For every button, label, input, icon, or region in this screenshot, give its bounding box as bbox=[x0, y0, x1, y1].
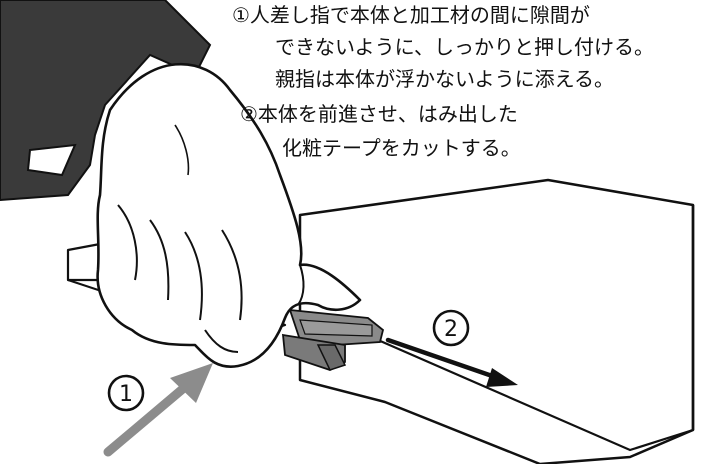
step-marker-2: 2 bbox=[432, 309, 470, 347]
step2-line-2: 化粧テープをカットする。 bbox=[282, 136, 521, 160]
push-direction-arrow bbox=[103, 363, 213, 457]
step1-line-2: できないように、しっかりと押し付ける。 bbox=[275, 35, 654, 59]
forward-motion-arrow bbox=[385, 337, 518, 387]
sleeve bbox=[0, 0, 212, 202]
svg-text:1: 1 bbox=[119, 382, 133, 407]
step2-line-1: ②本体を前進させ、はみ出した bbox=[240, 102, 518, 126]
workpiece-board bbox=[298, 178, 695, 464]
step1-line-3: 親指は本体が浮かないように添える。 bbox=[275, 67, 614, 91]
step-marker-1: 1 bbox=[107, 374, 145, 412]
svg-text:2: 2 bbox=[444, 317, 458, 342]
instruction-step-1: ①人差し指で本体と加工材の間に隙間が できないように、しっかりと押し付ける。 親… bbox=[232, 3, 654, 91]
step1-line-1: ①人差し指で本体と加工材の間に隙間が bbox=[232, 3, 590, 27]
instruction-step-2: ②本体を前進させ、はみ出した 化粧テープをカットする。 bbox=[240, 102, 521, 160]
hand bbox=[96, 62, 362, 368]
